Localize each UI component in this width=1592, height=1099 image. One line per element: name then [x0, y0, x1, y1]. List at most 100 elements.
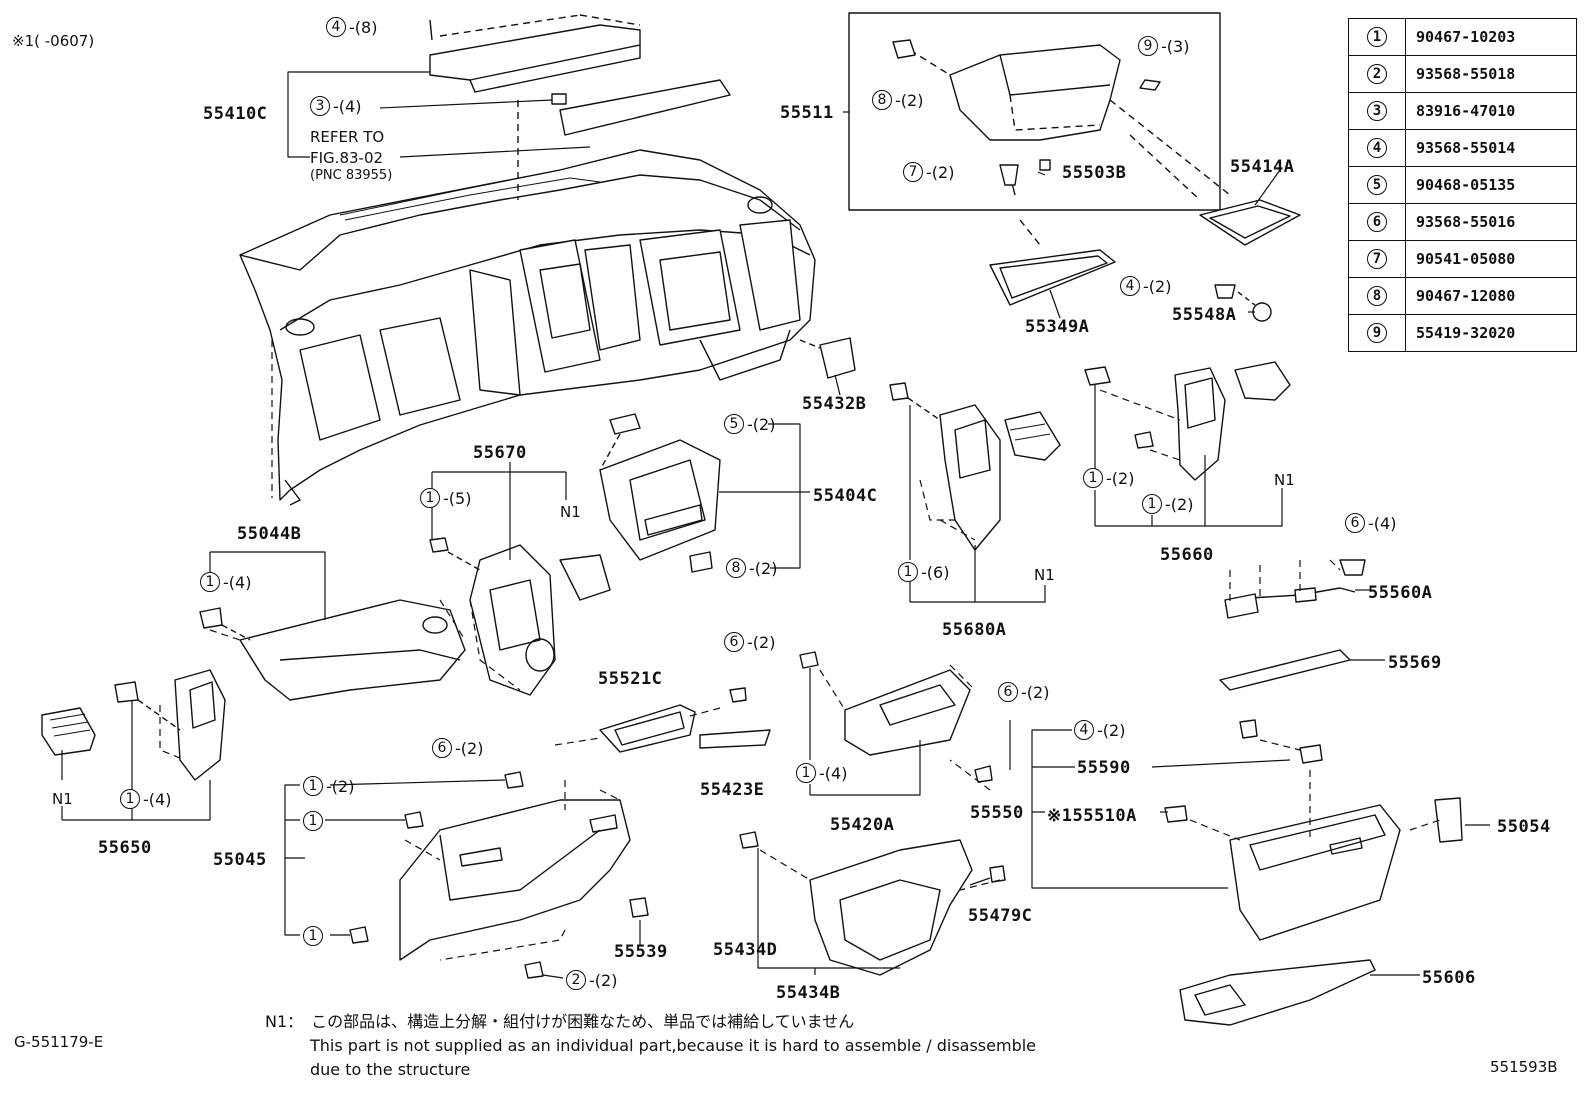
footnote-prefix: N1：	[265, 1012, 304, 1031]
part-label[interactable]: 55434D	[713, 940, 778, 960]
legend-number: 5	[1367, 175, 1387, 195]
part-label[interactable]: 55606	[1422, 968, 1476, 988]
callout-qty: -(2)	[1165, 494, 1194, 514]
callout: 4-(2)	[1074, 720, 1125, 740]
part-label[interactable]: 55045	[213, 850, 267, 870]
part-label[interactable]: 55539	[614, 942, 668, 962]
callout-qty: -(4)	[1368, 513, 1397, 533]
callout: 1-(2)	[1083, 468, 1134, 488]
legend-number: 2	[1367, 64, 1387, 84]
legend-part-number: 83916-47010	[1405, 92, 1577, 130]
part-label[interactable]: 55650	[98, 838, 152, 858]
n1-label: N1	[560, 503, 581, 521]
part-label[interactable]: 55054	[1497, 817, 1551, 837]
part-label[interactable]: 55432B	[802, 394, 867, 414]
callout-number: 6	[998, 682, 1018, 702]
assembly-dashed-lines	[159, 340, 1441, 961]
n1-label: N1	[1034, 566, 1055, 584]
legend-number: 9	[1367, 323, 1387, 343]
callout-qty: -(2)	[1143, 276, 1172, 296]
legend-number: 3	[1367, 101, 1387, 121]
callout: 6-(2)	[998, 682, 1049, 702]
callout-number: 1	[200, 572, 220, 592]
upper-cover-parts	[429, 14, 731, 200]
callout-number: 1	[303, 811, 323, 831]
legend-part-number: 90468-05135	[1405, 166, 1577, 204]
legend-part-number: 93568-55016	[1405, 203, 1577, 241]
part-55349A-shape	[989, 249, 1116, 306]
part-label[interactable]: 55569	[1388, 653, 1442, 673]
part-label[interactable]: 55404C	[813, 486, 878, 506]
callout-number: 4	[1074, 720, 1094, 740]
callout-number: 4	[1120, 276, 1140, 296]
part-label[interactable]: 55521C	[598, 669, 663, 689]
part-label[interactable]: 55590	[1077, 758, 1131, 778]
part-label[interactable]: 55550	[970, 803, 1024, 823]
callout: 4-(8)	[326, 17, 377, 37]
footnote-en2: due to the structure	[310, 1060, 471, 1079]
drawing-code: G-551179-E	[14, 1033, 104, 1051]
callout-qty: -(8)	[349, 17, 378, 37]
part-label[interactable]: 55560A	[1368, 583, 1433, 603]
callout: 3-(4)	[310, 96, 361, 116]
legend-row: 9 55419-32020	[1348, 314, 1577, 352]
callout-qty: -(2)	[926, 162, 955, 182]
part-label[interactable]: 55414A	[1230, 157, 1295, 177]
callout-number: 1	[898, 562, 918, 582]
legend-part-number: 55419-32020	[1405, 314, 1577, 352]
instrument-panel-illustration	[239, 149, 816, 506]
part-label[interactable]: 55680A	[942, 620, 1007, 640]
part-label[interactable]: 55660	[1160, 545, 1214, 565]
callout: 9-(3)	[1138, 36, 1189, 56]
part-label[interactable]: 55423E	[700, 780, 765, 800]
legend-number: 1	[1367, 27, 1387, 47]
n1-label: N1	[52, 790, 73, 808]
callout-qty: -(2)	[1106, 468, 1135, 488]
callout-qty: -(5)	[443, 488, 472, 508]
part-label[interactable]: 55420A	[830, 815, 895, 835]
part-55680A-shape	[939, 404, 1001, 551]
callout-qty: -(2)	[455, 738, 484, 758]
part-label[interactable]: 55410C	[203, 104, 268, 124]
callout: 1-(4)	[120, 789, 171, 809]
callout: 1-(2)	[1142, 494, 1193, 514]
part-label[interactable]: ※155510A	[1047, 806, 1137, 826]
part-label[interactable]: 55044B	[237, 524, 302, 544]
callout: 6-(4)	[1345, 513, 1396, 533]
part-label[interactable]: 55434B	[776, 983, 841, 1003]
callout-qty: -(2)	[895, 90, 924, 110]
part-55044B-shape	[239, 599, 466, 701]
part-label[interactable]: 55548A	[1172, 305, 1237, 325]
part-label[interactable]: 55479C	[968, 906, 1033, 926]
refer-note-line1: REFER TO	[310, 128, 385, 146]
part-55414A-shape	[1199, 199, 1301, 246]
callout: 1-(6)	[898, 562, 949, 582]
part-label[interactable]: 55349A	[1025, 317, 1090, 337]
part-label[interactable]: 55670	[473, 443, 527, 463]
callout-number: 1	[796, 763, 816, 783]
callout-qty: -(2)	[589, 970, 618, 990]
glove-box-upper-assembly	[892, 39, 1231, 246]
refer-note-line2[interactable]: FIG.83-02	[310, 149, 384, 167]
callout-number: 6	[432, 738, 452, 758]
part-label[interactable]: 55511	[780, 103, 834, 123]
callout: 5-(2)	[724, 414, 775, 434]
n1-label: N1	[1274, 471, 1295, 489]
footnote-jp: N1：この部品は、構造上分解・組付けが困難なため、単品では補給していません	[265, 1008, 854, 1032]
part-55521C-shape	[599, 704, 696, 753]
callout-number: 1	[303, 776, 323, 796]
part-label[interactable]: 55503B	[1062, 163, 1127, 183]
callout-number: 6	[1345, 513, 1365, 533]
callout: 1-(5)	[420, 488, 471, 508]
callout-number: 1	[1142, 494, 1162, 514]
callout-number: 3	[310, 96, 330, 116]
callout-qty: -(4)	[333, 96, 362, 116]
callout: 8-(2)	[726, 558, 777, 578]
legend-part-number: 90467-10203	[1405, 18, 1577, 56]
legend-number: 4	[1367, 138, 1387, 158]
